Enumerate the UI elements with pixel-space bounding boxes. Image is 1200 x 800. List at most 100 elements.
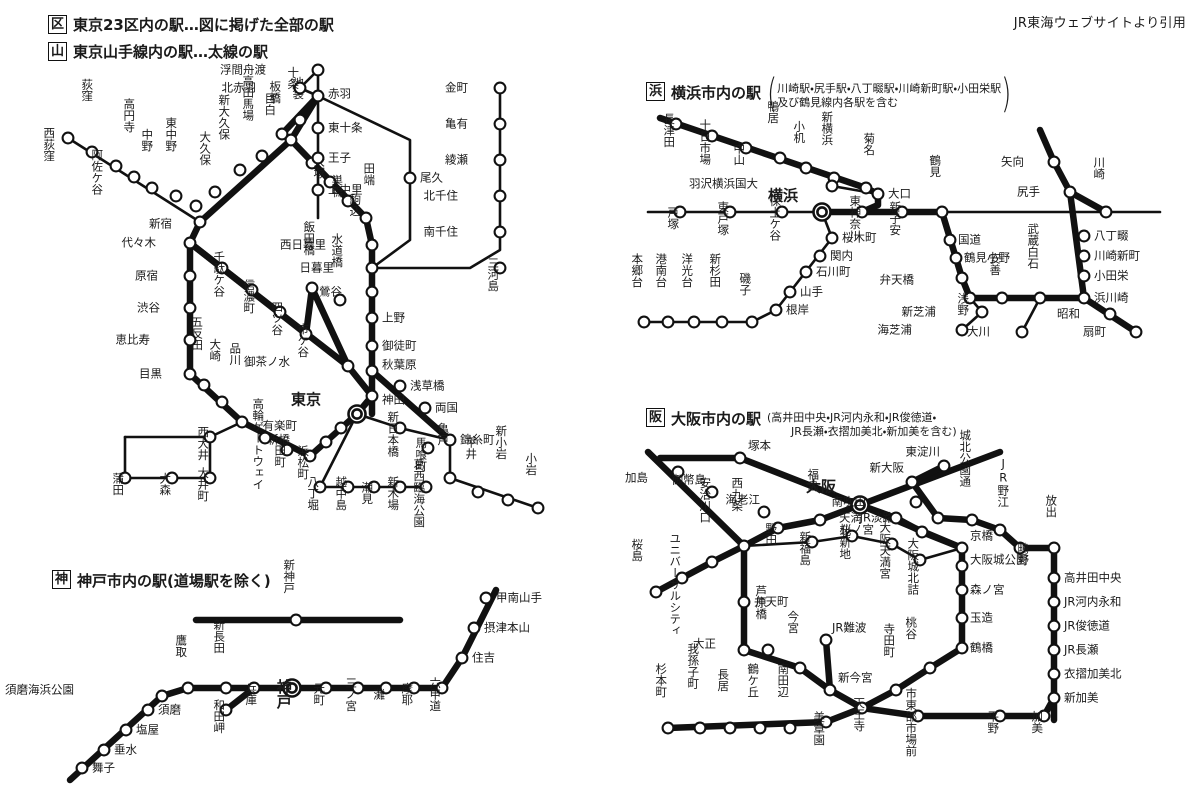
station-tokyo-2[interactable]: 阿佐ケ谷 [90, 149, 123, 196]
station-osaka-26[interactable]: 芦原橋 [754, 585, 775, 657]
station-yokohama-40[interactable]: 八丁畷 [1077, 229, 1129, 243]
station-tokyo-33[interactable]: 目黒 [139, 367, 197, 381]
station-tokyo-73[interactable]: 西大井 [196, 426, 217, 461]
station-osaka-16[interactable]: 天満 [839, 511, 903, 525]
station-tokyo-41[interactable]: 飯田橋 [302, 221, 319, 295]
station-tokyo-26[interactable]: 新橋 [267, 433, 333, 449]
station-tokyo-53[interactable]: 三河島 [486, 257, 507, 292]
station-kobe-14[interactable]: 六甲道 [428, 677, 449, 712]
station-yokohama-34[interactable]: 大川 [967, 325, 1029, 339]
station-yokohama-25[interactable]: 鶴見 [928, 154, 949, 219]
station-yokohama-24[interactable]: 新子安 [888, 201, 909, 236]
station-osaka-24[interactable]: 桜島 [630, 538, 663, 599]
station-tokyo-70[interactable]: 潮見 [360, 480, 381, 505]
station-osaka-9[interactable]: JR淡路 [859, 511, 945, 525]
station-yokohama-32[interactable]: 安善 [988, 253, 1009, 305]
station-osaka-25[interactable]: 弁天町 [737, 595, 789, 609]
station-yokohama-10[interactable]: 桜木町 [825, 231, 877, 245]
station-kobe-16[interactable]: 摂津本山 [467, 621, 530, 635]
station-kobe-18[interactable]: 新神戸 [282, 559, 303, 627]
station-osaka-20[interactable]: 野田 [764, 521, 785, 546]
station-yokohama-8[interactable]: 羽沢横浜国大 [689, 177, 839, 193]
station-tokyo-51[interactable]: 上中里 [311, 183, 363, 197]
station-osaka-49[interactable]: JR長瀬 [1047, 643, 1099, 657]
station-osaka-5[interactable]: 大阪 [806, 478, 870, 515]
station-osaka-3[interactable]: 海老江 [726, 493, 771, 519]
station-osaka-41[interactable]: 鶴橋 [955, 641, 994, 655]
station-kobe-1[interactable]: 垂水 [97, 743, 138, 757]
station-yokohama-38[interactable]: 小田栄 [1077, 269, 1129, 283]
station-kobe-10[interactable]: 元町 [312, 681, 333, 706]
station-tokyo-59[interactable]: 浅草橋 [393, 379, 445, 393]
station-osaka-44[interactable]: 大阪城公園 [955, 553, 1028, 573]
station-tokyo-54[interactable]: 南千住 [424, 225, 507, 239]
station-tokyo-34[interactable]: 恵比寿 [116, 333, 197, 347]
station-tokyo-72[interactable]: 葛西臨海公園 [412, 459, 433, 529]
station-yokohama-30[interactable]: 新芝浦 [902, 305, 989, 319]
station-tokyo-27[interactable]: 浜松町 [296, 445, 317, 480]
station-kobe-5[interactable]: 鷹取 [174, 635, 195, 695]
station-osaka-35[interactable]: 長居 [716, 669, 737, 735]
station-osaka-39[interactable]: 桃谷 [904, 616, 937, 675]
station-osaka-46[interactable]: 高井田中央 [1047, 571, 1122, 585]
station-osaka-7[interactable]: 東淀川 [906, 445, 951, 473]
station-osaka-30[interactable]: 新今宮 [823, 671, 873, 697]
station-tokyo-9[interactable]: 代々木 [122, 236, 197, 250]
station-yokohama-17[interactable]: 洋光台 [680, 252, 701, 329]
station-tokyo-55[interactable]: 北千住 [424, 189, 507, 203]
station-tokyo-52[interactable]: 尾久 [403, 171, 444, 185]
station-tokyo-10[interactable]: 高田馬場 [233, 75, 256, 177]
station-tokyo-39[interactable]: 四ツ谷 [270, 301, 287, 336]
station-osaka-34[interactable]: 鶴ケ丘 [746, 662, 767, 735]
station-yokohama-37[interactable]: 扇町 [1083, 325, 1143, 339]
station-osaka-33[interactable]: 南田辺 [776, 662, 797, 735]
station-yokohama-23[interactable]: 東神奈川 [848, 195, 869, 241]
station-tokyo-29[interactable]: 高輪ゲートウェイ [251, 398, 272, 490]
station-yokohama-42[interactable]: 尻手 [1017, 185, 1077, 199]
station-osaka-28[interactable]: 今宮 [786, 610, 807, 675]
station-osaka-29[interactable]: JR難波 [819, 621, 867, 647]
station-tokyo-38[interactable]: 信濃町 [242, 278, 259, 313]
station-osaka-50[interactable]: 衣摺加美北 [1047, 667, 1122, 681]
station-kobe-11[interactable]: 三ノ宮 [344, 677, 365, 712]
station-tokyo-67[interactable]: 小岩 [524, 453, 545, 515]
station-tokyo-21[interactable]: 御徒町 [365, 339, 417, 353]
station-yokohama-20[interactable]: 戸塚 [666, 205, 687, 231]
station-tokyo-4[interactable]: 中野 [140, 129, 159, 195]
station-tokyo-66[interactable]: 新小岩 [494, 425, 515, 507]
station-yokohama-39[interactable]: 川崎新町 [1077, 249, 1141, 263]
station-osaka-40[interactable]: 市東部市場前 [904, 688, 925, 758]
station-kobe-17[interactable]: 甲南山手 [479, 591, 542, 605]
station-osaka-19[interactable]: 新福島 [798, 531, 819, 566]
station-yokohama-16[interactable]: 新杉田 [708, 253, 729, 329]
station-tokyo-40[interactable]: 市ケ谷 [296, 323, 313, 358]
station-tokyo-71[interactable]: 新木場 [386, 476, 407, 511]
station-tokyo-76[interactable]: 蒲田 [111, 471, 132, 496]
station-osaka-1[interactable]: 加島 [625, 465, 685, 485]
station-osaka-11[interactable]: JR野江 [993, 457, 1011, 537]
station-kobe-6[interactable]: 新長田 [212, 619, 233, 695]
station-tokyo-19[interactable]: 鶯谷 [319, 285, 379, 299]
station-tokyo-44[interactable]: 赤羽 [311, 87, 351, 103]
station-yokohama-36[interactable]: 昭和 [1057, 307, 1117, 321]
station-tokyo-15[interactable]: 駒込 [341, 194, 363, 218]
station-tokyo-7[interactable]: 新大久保 [208, 94, 232, 199]
station-yokohama-3[interactable]: 鴨居 [766, 100, 787, 165]
station-tokyo-3[interactable]: 高円寺 [122, 98, 141, 184]
station-tokyo-20[interactable]: 上野 [365, 311, 406, 325]
station-tokyo-47[interactable]: 十条 [286, 66, 307, 127]
station-tokyo-28[interactable]: 田町 [273, 443, 294, 468]
station-tokyo-1[interactable]: 荻窪 [80, 79, 99, 159]
station-yokohama-26[interactable]: 国道 [943, 233, 982, 247]
station-yokohama-21[interactable]: 東戸塚 [716, 201, 737, 236]
station-osaka-31[interactable]: 天王寺 [852, 697, 869, 732]
station-tokyo-24[interactable]: 東京 [291, 391, 367, 424]
station-osaka-38[interactable]: 寺田町 [882, 623, 903, 697]
station-tokyo-5[interactable]: 東中野 [164, 117, 183, 203]
station-yokohama-41[interactable]: 川崎 [1092, 157, 1113, 219]
station-kobe-9[interactable]: 神戸 [275, 678, 302, 710]
station-osaka-8[interactable]: 南吹田 [832, 495, 923, 509]
station-yokohama-4[interactable]: 小机 [792, 121, 813, 175]
station-yokohama-9[interactable]: 横浜 [768, 187, 832, 222]
station-osaka-12[interactable]: 放出 [1044, 494, 1061, 555]
